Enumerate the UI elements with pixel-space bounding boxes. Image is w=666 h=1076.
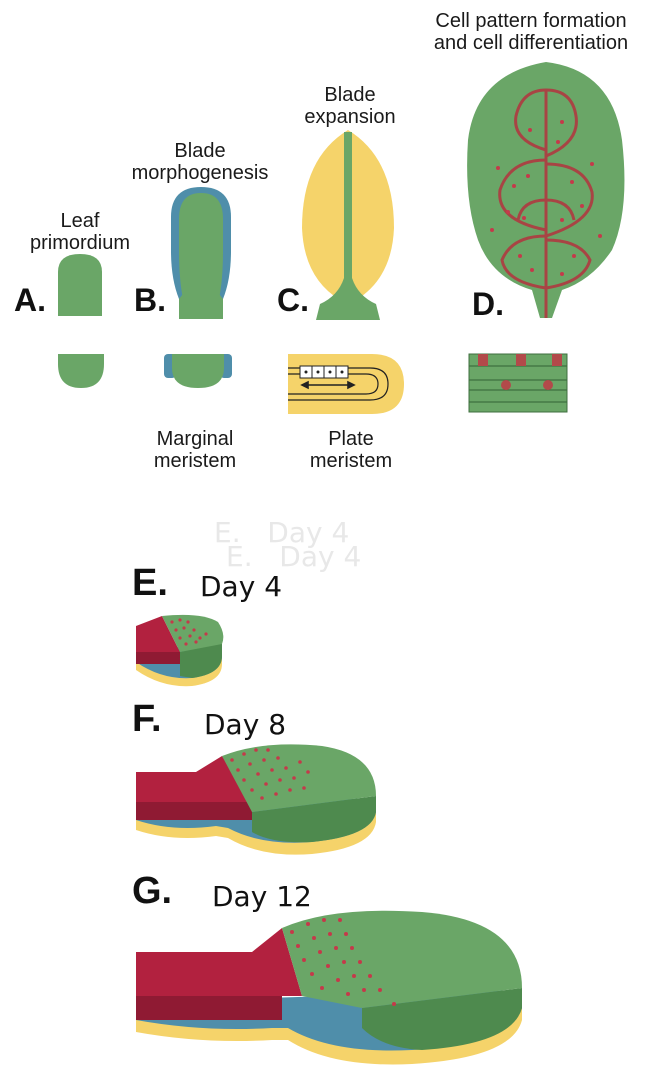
ghost-text-2: E. Day 4 — [226, 540, 361, 573]
label-leaf-primordium: Leaf primordium — [20, 210, 140, 254]
letter-a: A. — [14, 282, 46, 319]
label-line: Leaf — [20, 210, 140, 232]
section-center-green — [172, 354, 224, 388]
primordium-shape — [58, 254, 102, 316]
label-line: Blade — [110, 140, 290, 162]
side-red — [136, 996, 282, 1020]
cell-differentiation-drawing — [462, 60, 632, 322]
blade-expansion-drawing — [298, 128, 398, 322]
leaf-3d-day4 — [132, 612, 224, 690]
label-line: expansion — [290, 106, 410, 128]
label-line: and cell differentiation — [400, 32, 662, 54]
day-label-f: Day 8 — [204, 708, 286, 741]
label-cell-pattern: Cell pattern formation and cell differen… — [400, 10, 662, 54]
label-blade-expansion: Blade expansion — [290, 84, 410, 128]
label-line: Blade — [290, 84, 410, 106]
leaf-3d-day12 — [132, 908, 528, 1070]
label-line: Plate — [296, 428, 406, 450]
cross-section-marginal — [162, 352, 234, 390]
top-red — [136, 928, 302, 996]
cross-section-plate — [286, 352, 406, 416]
leaf-3d-day8 — [132, 742, 382, 860]
side-red — [136, 652, 180, 664]
label-plate-meristem: Plate meristem — [296, 428, 406, 472]
label-marginal-meristem: Marginal meristem — [130, 428, 260, 472]
label-line: meristem — [130, 450, 260, 472]
letter-f: F. — [132, 698, 162, 741]
cross-section-differentiated — [468, 352, 568, 414]
letter-b: B. — [134, 282, 166, 319]
label-blade-morphogenesis: Blade morphogenesis — [110, 140, 290, 184]
section-green — [58, 354, 104, 388]
leaf-primordium-drawing — [50, 250, 110, 320]
label-line: Cell pattern formation — [400, 10, 662, 32]
label-line: Marginal — [130, 428, 260, 450]
blade-morphogenesis-drawing — [165, 183, 237, 321]
letter-e: E. — [132, 562, 168, 605]
letter-g: G. — [132, 870, 172, 913]
day-label-e: Day 4 — [200, 570, 282, 603]
label-line: meristem — [296, 450, 406, 472]
cross-section-primordium — [56, 352, 106, 390]
side-red — [136, 802, 252, 820]
label-line: morphogenesis — [110, 162, 290, 184]
